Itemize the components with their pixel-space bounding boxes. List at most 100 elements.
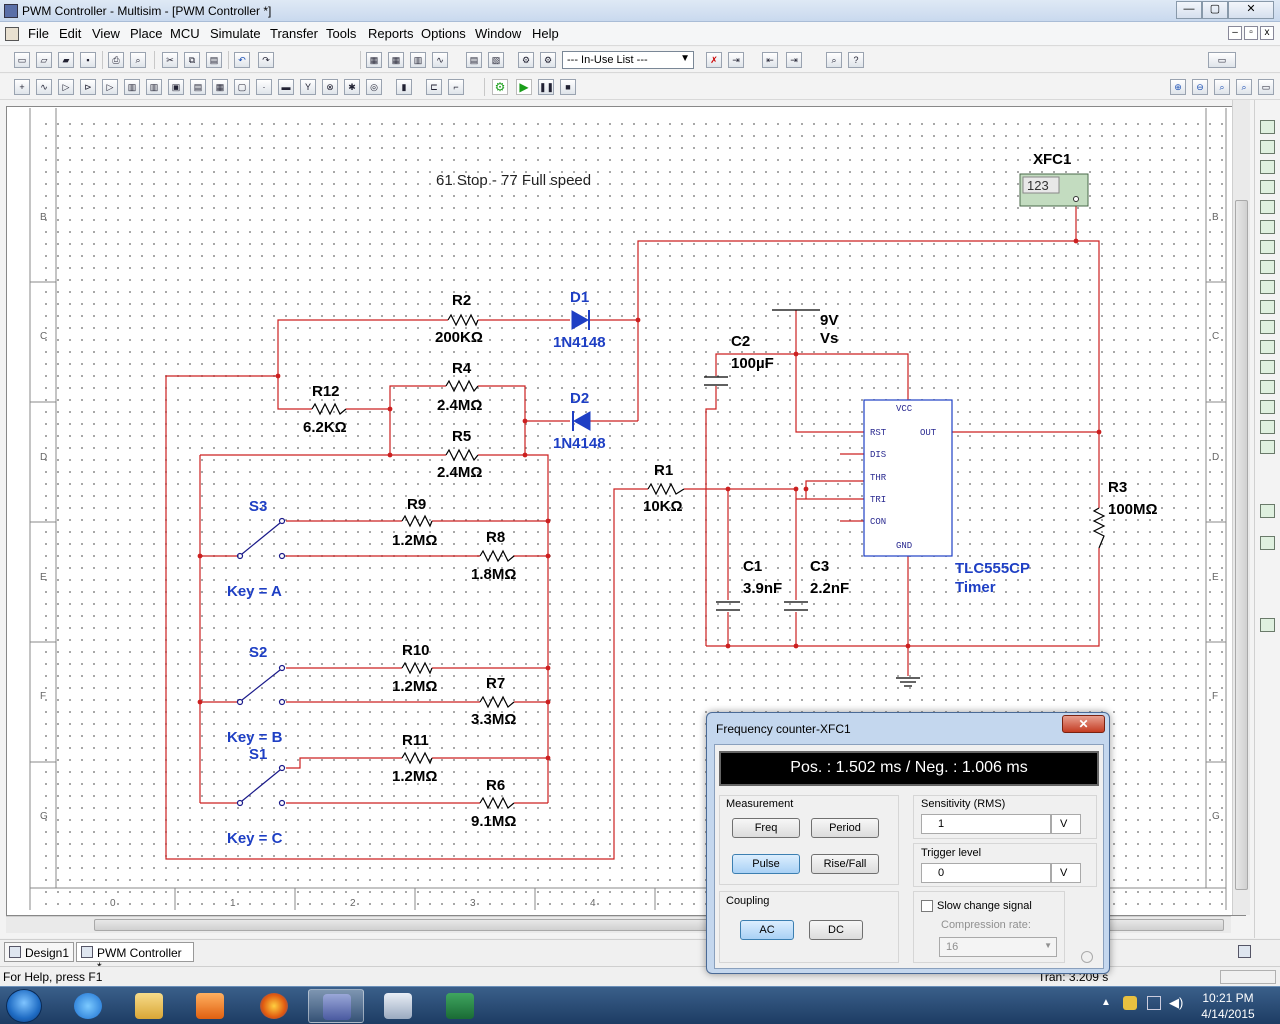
taskbar-internet-explorer[interactable] bbox=[60, 989, 116, 1023]
place-mcu-icon[interactable]: ▣ bbox=[168, 79, 184, 95]
print-preview-icon[interactable]: ⌕ bbox=[130, 52, 146, 68]
place-ni-component-icon[interactable]: ✱ bbox=[344, 79, 360, 95]
cut-icon[interactable]: ✂ bbox=[162, 52, 178, 68]
pulse-button[interactable]: Pulse bbox=[732, 854, 800, 874]
measurement-probe-icon[interactable] bbox=[1260, 504, 1275, 518]
close-button[interactable]: ✕ bbox=[1228, 1, 1274, 19]
mdi-close-icon[interactable]: x bbox=[1260, 26, 1274, 40]
zoom-in-icon[interactable]: ⊕ bbox=[1170, 79, 1186, 95]
find-examples-icon[interactable]: ⌕ bbox=[826, 52, 842, 68]
document-icon[interactable] bbox=[5, 27, 19, 41]
mdi-minimize-icon[interactable]: – bbox=[1228, 26, 1242, 40]
place-transistor-icon[interactable]: ⊳ bbox=[80, 79, 96, 95]
network-icon[interactable] bbox=[1147, 996, 1161, 1010]
breadboard-icon[interactable]: ▧ bbox=[488, 52, 504, 68]
place-ttl-icon[interactable]: ▥ bbox=[124, 79, 140, 95]
grapher-icon[interactable]: ∿ bbox=[432, 52, 448, 68]
ultiboard-icon[interactable]: ▭ bbox=[1208, 52, 1236, 68]
ac-coupling-button[interactable]: AC bbox=[740, 920, 794, 940]
place-connector-icon[interactable]: ◎ bbox=[366, 79, 382, 95]
oscilloscope-icon[interactable] bbox=[1260, 180, 1275, 194]
paste-icon[interactable]: ▤ bbox=[206, 52, 222, 68]
show-hidden-icons-icon[interactable]: ▲ bbox=[1101, 997, 1111, 1008]
taskbar-calculator[interactable] bbox=[370, 989, 426, 1023]
forward-annotate-icon[interactable]: ⇤ bbox=[762, 52, 778, 68]
simulate-settings-icon[interactable]: ⚙ bbox=[492, 79, 508, 95]
menu-transfer[interactable]: Transfer bbox=[270, 26, 318, 41]
trigger-level-input[interactable]: 0 bbox=[921, 863, 1051, 883]
open-sample-icon[interactable]: ▰ bbox=[58, 52, 74, 68]
place-indicator-icon[interactable]: ▢ bbox=[234, 79, 250, 95]
erc-icon[interactable]: ✗ bbox=[706, 52, 722, 68]
distortion-analyzer-icon[interactable] bbox=[1260, 340, 1275, 354]
place-advanced-peripherals-icon[interactable]: ▬ bbox=[278, 79, 294, 95]
stop-simulation-icon[interactable]: ■ bbox=[560, 79, 576, 95]
undo-icon[interactable]: ↶ bbox=[234, 52, 250, 68]
spreadsheet-view-icon[interactable]: ▦ bbox=[388, 52, 404, 68]
design-toolbox-icon[interactable]: ▥ bbox=[410, 52, 426, 68]
postprocessor-icon[interactable]: ⚙ bbox=[540, 52, 556, 68]
four-channel-oscilloscope-icon[interactable] bbox=[1260, 200, 1275, 214]
place-bus-icon[interactable]: ⊏ bbox=[426, 79, 442, 95]
tlc555-timer[interactable]: VCC RST OUT DIS THR TRI CON GND bbox=[863, 399, 953, 557]
vertical-scroll-thumb[interactable] bbox=[1235, 200, 1248, 890]
taskbar-firefox[interactable] bbox=[246, 989, 302, 1023]
open-folder-icon[interactable]: ▱ bbox=[36, 52, 52, 68]
menu-edit[interactable]: Edit bbox=[59, 26, 82, 41]
zoom-fit-icon[interactable]: ⌕ bbox=[1236, 79, 1252, 95]
logic-analyzer-icon[interactable] bbox=[1260, 300, 1275, 314]
menu-tools[interactable]: Tools bbox=[326, 26, 357, 41]
clock-time[interactable]: 10:21 PM bbox=[1202, 991, 1254, 1005]
frequency-counter-icon[interactable] bbox=[1260, 240, 1275, 254]
bode-plotter-icon[interactable] bbox=[1260, 220, 1275, 234]
agilent-generator-icon[interactable] bbox=[1260, 400, 1275, 414]
spectrum-analyzer-icon[interactable] bbox=[1260, 360, 1275, 374]
word-generator-icon[interactable] bbox=[1260, 260, 1275, 274]
pause-simulation-icon[interactable]: ❚❚ bbox=[538, 79, 554, 95]
xfc1-instrument[interactable]: 123 bbox=[1019, 173, 1089, 207]
menu-options[interactable]: Options bbox=[421, 26, 466, 41]
sensitivity-input[interactable]: 1 bbox=[921, 814, 1051, 834]
function-generator-icon[interactable] bbox=[1260, 140, 1275, 154]
zoom-out-icon[interactable]: ⊖ bbox=[1192, 79, 1208, 95]
menu-place[interactable]: Place bbox=[130, 26, 163, 41]
agilent-multimeter-icon[interactable] bbox=[1260, 420, 1275, 434]
start-button[interactable] bbox=[6, 989, 42, 1023]
volume-icon[interactable]: ◀) bbox=[1169, 995, 1184, 1010]
place-hierarchical-icon[interactable]: ▮ bbox=[396, 79, 412, 95]
taskbar-excel[interactable] bbox=[432, 989, 488, 1023]
maximize-button[interactable]: ▢ bbox=[1202, 1, 1228, 19]
place-electromechanical-icon[interactable]: ⊗ bbox=[322, 79, 338, 95]
logic-converter-icon[interactable] bbox=[1260, 280, 1275, 294]
menu-file[interactable]: File bbox=[28, 26, 49, 41]
help-icon[interactable]: ? bbox=[848, 52, 864, 68]
taskbar-multisim[interactable] bbox=[308, 989, 364, 1023]
copy-icon[interactable]: ⧉ bbox=[184, 52, 200, 68]
place-wire-icon[interactable]: ⌐ bbox=[448, 79, 464, 95]
place-rf-icon[interactable]: Y bbox=[300, 79, 316, 95]
taskbar-file-explorer[interactable] bbox=[121, 989, 177, 1023]
redo-icon[interactable]: ↷ bbox=[258, 52, 274, 68]
print-icon[interactable]: ⎙ bbox=[108, 52, 124, 68]
in-use-list-select[interactable]: --- In-Use List --- ▼ bbox=[562, 51, 694, 69]
zoom-area-icon[interactable]: ⌕ bbox=[1214, 79, 1230, 95]
labview-instrument-icon[interactable] bbox=[1260, 536, 1275, 550]
toggle-fullscreen-icon[interactable]: ▦ bbox=[366, 52, 382, 68]
full-screen-icon[interactable]: ▭ bbox=[1258, 79, 1274, 95]
transfer-to-layout-icon[interactable]: ⇥ bbox=[786, 52, 802, 68]
place-diode-icon[interactable]: ▷ bbox=[58, 79, 74, 95]
menu-mcu[interactable]: MCU bbox=[170, 26, 200, 41]
panel-toggle-icon[interactable] bbox=[1238, 945, 1251, 958]
place-misc-icon[interactable]: · bbox=[256, 79, 272, 95]
network-analyzer-icon[interactable] bbox=[1260, 380, 1275, 394]
frequency-counter-close-button[interactable]: ✕ bbox=[1062, 715, 1105, 733]
agilent-oscilloscope-icon[interactable] bbox=[1260, 440, 1275, 454]
mdi-restore-icon[interactable]: ▫ bbox=[1244, 26, 1258, 40]
period-button[interactable]: Period bbox=[811, 818, 879, 838]
back-annotate-icon[interactable]: ⇥ bbox=[728, 52, 744, 68]
place-basic-icon[interactable]: ∿ bbox=[36, 79, 52, 95]
tab-design1[interactable]: Design1 bbox=[4, 942, 74, 962]
sensitivity-unit[interactable]: V bbox=[1051, 814, 1081, 834]
place-cmos-icon[interactable]: ▥ bbox=[146, 79, 162, 95]
tray-app-icon[interactable] bbox=[1123, 996, 1137, 1010]
